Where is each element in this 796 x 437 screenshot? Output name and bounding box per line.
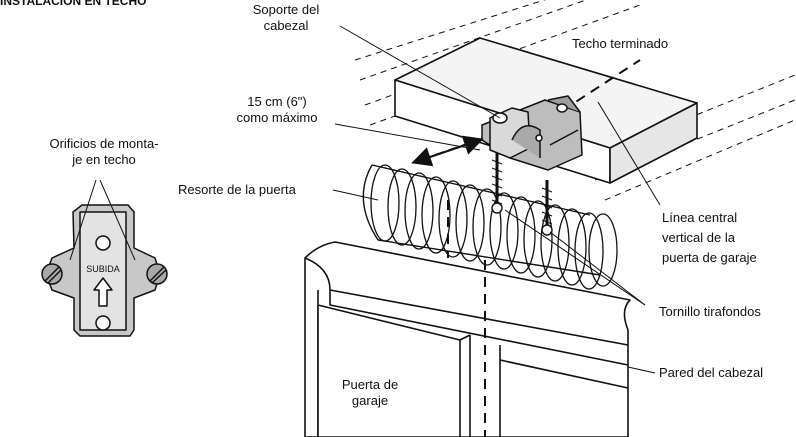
label-max-distance-line1: 15 cm (6") <box>247 94 307 109</box>
label-header-wall: Pared del cabezal <box>659 365 764 380</box>
mounting-bracket-detail <box>41 179 168 337</box>
label-max-distance-line2: como máximo <box>236 110 318 125</box>
label-header-bracket-line1: Soporte del <box>252 2 320 17</box>
dimension-arrow <box>411 135 484 167</box>
label-header-bracket: Soporte del cabezal <box>226 2 346 34</box>
label-subida: SUBIDA <box>86 264 120 274</box>
label-center-line: Línea central vertical de la puerta de g… <box>662 208 757 268</box>
label-center-line-2: vertical de la <box>662 230 735 245</box>
label-max-distance: 15 cm (6") como máximo <box>212 94 342 126</box>
leader-lines <box>332 25 661 374</box>
label-finished-ceiling: Techo terminado <box>572 36 669 51</box>
label-mounting-holes-line1: Orificios de monta- <box>49 136 159 151</box>
door-spring <box>362 164 618 290</box>
header-wall-and-door <box>304 241 631 437</box>
label-center-line-1: Línea central <box>662 210 738 225</box>
label-mounting-holes: Orificios de monta- je en techo <box>30 136 178 168</box>
label-lag-screw: Tornillo tirafondos <box>659 304 761 319</box>
label-center-line-3: puerta de garaje <box>662 250 757 265</box>
header-bracket <box>481 95 583 171</box>
label-garage-door-line2: garaje <box>351 393 389 408</box>
lag-screws <box>491 150 553 236</box>
label-door-spring: Resorte de la puerta <box>178 182 296 197</box>
label-header-bracket-line2: cabezal <box>263 18 309 33</box>
diagram-title: INSTALACIÓN EN TECHO <box>0 0 147 8</box>
label-mounting-holes-line2: je en techo <box>72 152 136 167</box>
label-garage-door-line1: Puerta de <box>341 377 399 392</box>
label-garage-door: Puerta de garaje <box>330 377 410 409</box>
